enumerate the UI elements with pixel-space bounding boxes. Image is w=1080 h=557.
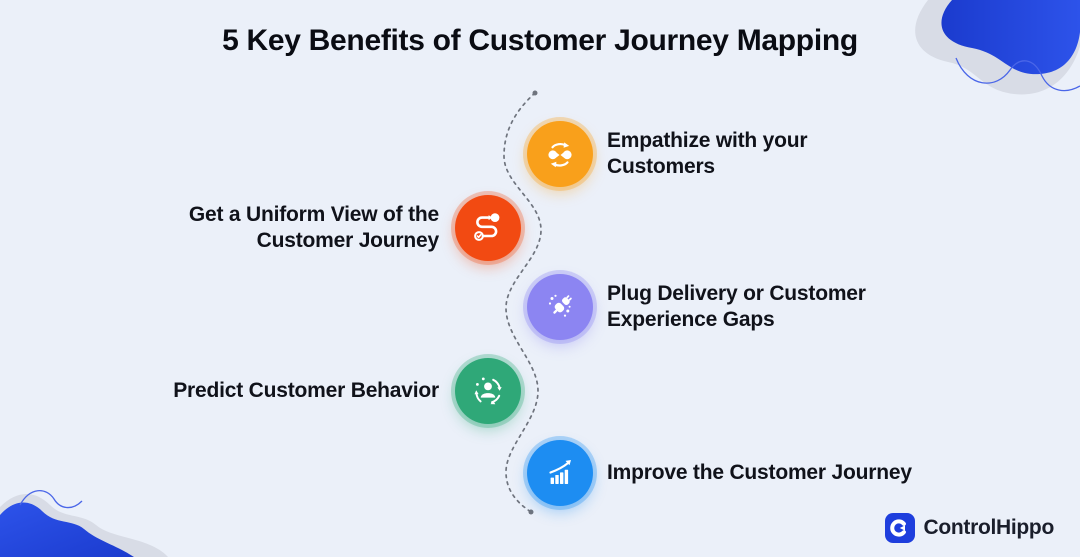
growth-chart-icon <box>549 460 571 484</box>
benefit-label: Get a Uniform View of the Customer Journ… <box>189 202 439 254</box>
person-cycle-icon-circle <box>455 358 521 424</box>
plug-connector-icon <box>548 294 572 317</box>
benefit-row-plug-gaps: Plug Delivery or Customer Experience Gap… <box>527 274 866 340</box>
benefit-label: Empathize with your Customers <box>607 128 808 180</box>
benefit-label-line: Plug Delivery or Customer <box>607 282 866 305</box>
blob-shadow-shape <box>0 494 168 557</box>
benefit-label-line: Empathize with your <box>607 129 808 152</box>
route-journey-icon <box>474 213 500 241</box>
benefit-label-line: Customers <box>607 155 715 178</box>
benefit-label-line: Predict Customer Behavior <box>173 379 439 402</box>
person-cycle-icon <box>474 377 502 405</box>
benefit-row-empathize: Empathize with your Customers <box>527 121 808 187</box>
benefit-label-line: Experience Gaps <box>607 308 775 331</box>
path-end-dot <box>528 509 534 515</box>
blob-blue-shape <box>0 502 134 557</box>
growth-chart-icon-circle <box>527 440 593 506</box>
blob-outline-wave <box>19 490 83 509</box>
path-start-dot <box>532 90 538 96</box>
benefit-row-predict-behavior: Predict Customer Behavior <box>173 358 521 424</box>
benefit-row-improve-journey: Improve the Customer Journey <box>527 440 912 506</box>
benefit-label-line: Get a Uniform View of the <box>188 203 439 226</box>
empathize-icon-circle <box>527 121 593 187</box>
brand-name: ControlHippo <box>923 516 1054 539</box>
corner-blob-bottom-left <box>0 490 168 557</box>
corner-blob-top-right <box>915 0 1080 95</box>
page-title: 5 Key Benefits of Customer Journey Mappi… <box>222 24 858 57</box>
benefit-label: Improve the Customer Journey <box>607 460 912 486</box>
blob-outline-wave <box>955 57 1080 92</box>
benefit-row-uniform-view: Get a Uniform View of the Customer Journ… <box>189 195 521 261</box>
brand-logo: ControlHippo <box>885 513 1054 543</box>
empathize-exchange-icon <box>548 142 572 168</box>
benefit-label-line: Improve the Customer Journey <box>607 461 912 484</box>
benefit-label-line: Customer Journey <box>256 229 440 252</box>
plug-icon-circle <box>527 274 593 340</box>
controlhippo-logo-icon <box>885 513 916 543</box>
benefit-label: Plug Delivery or Customer Experience Gap… <box>607 281 866 333</box>
benefit-label: Predict Customer Behavior <box>173 378 439 404</box>
route-icon-circle <box>455 195 521 261</box>
